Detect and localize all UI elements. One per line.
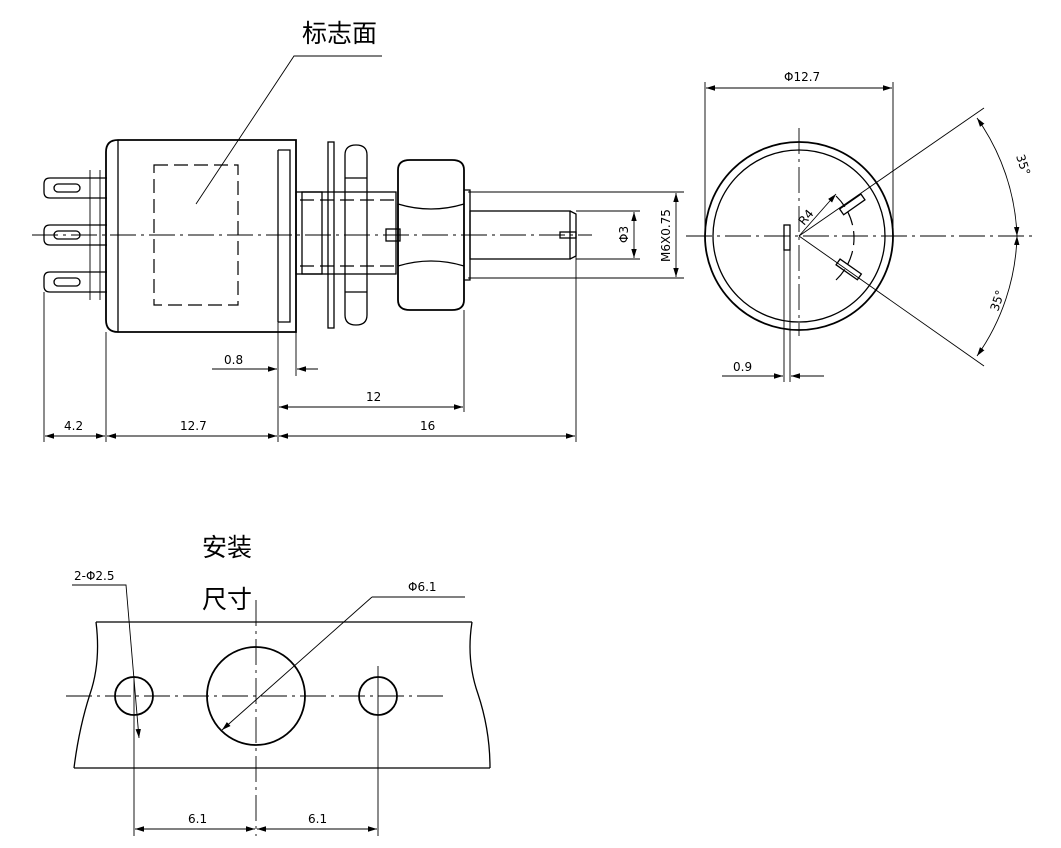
marking-face-leader bbox=[195, 55, 382, 205]
marking-face-label: 标志面 bbox=[302, 19, 377, 48]
pin-top bbox=[838, 193, 866, 216]
terminal-length-label: 4.2 bbox=[64, 419, 83, 433]
outer-dia-label: Φ12.7 bbox=[784, 70, 820, 84]
bushing-length-label: 12 bbox=[366, 390, 381, 404]
mounting-view: 安装 尺寸 2-Φ2.5 Φ6.1 6.1 6.1 bbox=[66, 533, 491, 836]
key-width-label: 0.9 bbox=[733, 360, 752, 374]
shaft-dia-label: Φ3 bbox=[617, 226, 631, 243]
thread-label: M6X0.75 bbox=[659, 209, 673, 262]
install-label-2: 尺寸 bbox=[202, 585, 252, 614]
pin-bottom bbox=[835, 258, 863, 281]
terminals bbox=[43, 170, 107, 300]
side-view: 标志面 Φ3 M6X0.75 0.8 12 4.2 12.7 16 bbox=[32, 19, 684, 442]
thin-nut bbox=[344, 144, 368, 326]
body bbox=[105, 139, 297, 333]
panel-thickness-label: 0.8 bbox=[224, 353, 243, 367]
angle-top-label: 35° bbox=[1013, 153, 1033, 178]
front-view: R4 Φ12.7 35° 35° 0.9 bbox=[686, 70, 1034, 382]
center-hole-label: Φ6.1 bbox=[408, 580, 437, 594]
bushing bbox=[295, 191, 400, 275]
holes-label: 2-Φ2.5 bbox=[74, 569, 115, 583]
spacing-left-label: 6.1 bbox=[188, 812, 207, 826]
key-slot bbox=[783, 224, 791, 251]
body-length-label: 12.7 bbox=[180, 419, 207, 433]
shaft-length-label: 16 bbox=[420, 419, 435, 433]
spacing-right-label: 6.1 bbox=[308, 812, 327, 826]
angle-bottom-label: 35° bbox=[988, 288, 1008, 313]
install-label-1: 安装 bbox=[202, 533, 252, 562]
